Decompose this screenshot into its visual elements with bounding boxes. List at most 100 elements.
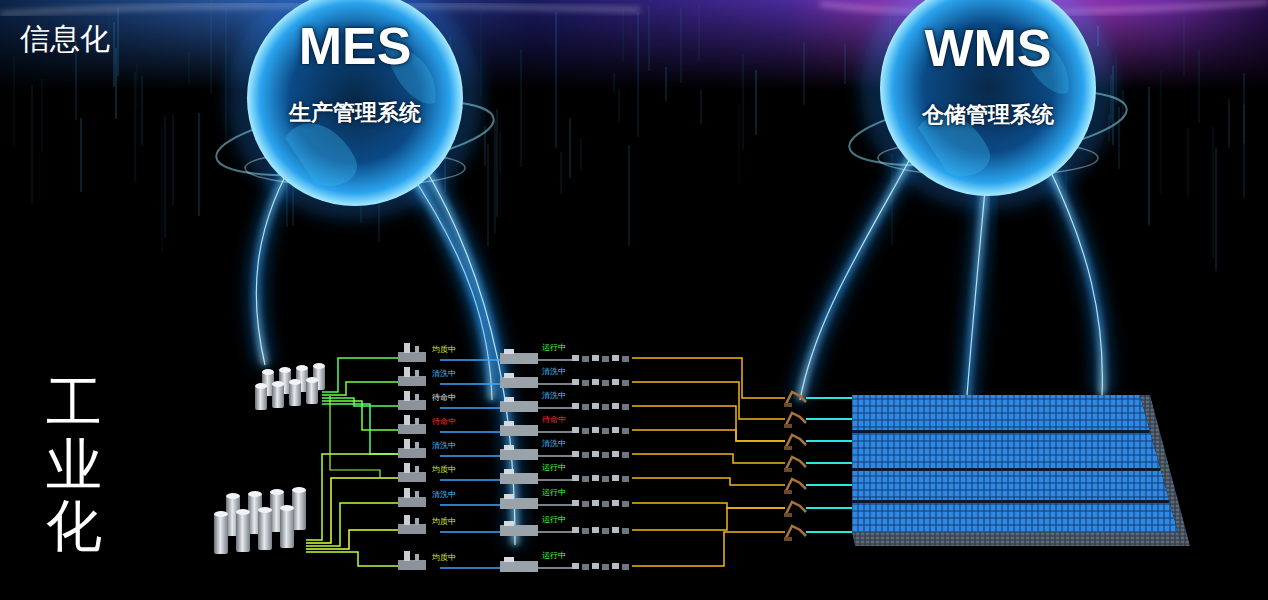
pipe-line: [306, 530, 398, 549]
storage-tank: [280, 505, 294, 511]
status-tag: 清洗中: [431, 369, 457, 379]
conveyor-unit: [622, 428, 629, 434]
robot-arm: [784, 446, 792, 450]
process-machine: [398, 524, 426, 534]
conveyor-unit: [602, 356, 609, 362]
data-streak: [665, 67, 667, 101]
conveyor-unit: [582, 452, 589, 458]
status-tag: 运行中: [541, 463, 567, 473]
light-beam: [420, 160, 515, 545]
globe-continent: [285, 123, 357, 186]
data-streak: [1148, 87, 1150, 225]
conveyor-line: [632, 508, 785, 530]
process-line: [440, 455, 500, 457]
status-tag: 均质中: [431, 517, 457, 527]
conveyor-line: [632, 358, 785, 398]
data-streak: [494, 120, 496, 233]
data-streak: [1187, 128, 1189, 197]
status-tag: 均质中: [431, 465, 457, 475]
data-streak: [136, 64, 138, 110]
data-streak: [700, 90, 702, 124]
storage-tank: [272, 384, 284, 408]
process-machine: [415, 518, 419, 525]
conveyor-line: [538, 479, 572, 481]
conveyor-unit: [612, 427, 619, 433]
status-tag: 清洗中: [541, 439, 567, 449]
status-tag: 待命中: [431, 393, 457, 403]
pipe-line: [306, 454, 398, 540]
robot-arm: [786, 479, 806, 491]
pipe-line: [322, 382, 398, 395]
data-streak: [1243, 73, 1245, 197]
conveyor-unit: [612, 355, 619, 361]
pipe-line: [322, 398, 398, 406]
conveyor-unit: [622, 452, 629, 458]
system-globe: WMS仓储管理系统: [878, 0, 1098, 198]
conveyor-unit: [582, 528, 589, 534]
process-machine: [415, 370, 419, 377]
conveyor-unit: [622, 476, 629, 482]
light-beam: [800, 150, 915, 400]
system-name: MES: [299, 20, 412, 72]
light-beam: [800, 150, 915, 400]
system-caption: 生产管理系统: [289, 102, 421, 124]
conveyor-unit: [572, 403, 579, 409]
storage-tank: [236, 512, 250, 552]
process-line: [440, 431, 500, 433]
process-line: [440, 383, 500, 385]
section-title: 工业化: [46, 372, 102, 557]
data-streak: [1160, 71, 1162, 194]
conveyor-line: [538, 383, 572, 385]
filling-machine: [500, 353, 538, 364]
process-machine: [404, 463, 410, 473]
process-machine: [404, 343, 410, 353]
data-streak: [172, 115, 174, 205]
data-streak: [1215, 148, 1217, 271]
data-streak: [31, 85, 33, 204]
section-title: 信息化: [20, 22, 110, 55]
data-streak: [13, 57, 15, 147]
robot-arm: [786, 457, 806, 469]
conveyor-unit: [622, 501, 629, 507]
conveyor-line: [538, 431, 572, 433]
conveyor-unit: [582, 380, 589, 386]
data-streak: [844, 44, 846, 84]
status-tag: 均质中: [431, 553, 457, 563]
status-tag: 待命中: [431, 417, 457, 427]
storage-tank: [289, 379, 301, 385]
storage-tank: [248, 491, 262, 497]
data-streak: [115, 48, 117, 119]
process-machine: [404, 391, 410, 401]
data-streak: [1183, 14, 1185, 76]
robot-arm: [784, 513, 792, 517]
storage-tank: [306, 380, 318, 404]
process-machine: [415, 554, 419, 561]
process-line: [440, 359, 500, 361]
data-streak: [113, 22, 115, 87]
conveyor-line: [806, 440, 852, 442]
filling-machine: [500, 525, 538, 536]
data-streak: [487, 144, 489, 246]
conveyor-unit: [592, 527, 599, 533]
storage-tank: [214, 514, 228, 554]
light-beam: [420, 160, 515, 545]
conveyor-line: [632, 406, 785, 441]
storage-tank: [296, 365, 308, 371]
conveyor-line: [538, 359, 572, 361]
filling-machine: [504, 373, 514, 378]
storage-tank: [255, 386, 267, 410]
filling-machine: [500, 425, 538, 436]
storage-tank: [292, 487, 306, 493]
status-tag: 清洗中: [431, 441, 457, 451]
pipe-line: [306, 503, 398, 546]
storage-tank: [272, 381, 284, 387]
conveyor-line: [538, 504, 572, 506]
conveyor-unit: [592, 379, 599, 385]
process-machine: [404, 439, 410, 449]
conveyor-line: [806, 397, 852, 399]
filling-machine: [504, 397, 514, 402]
storage-tank: [279, 367, 291, 373]
data-streak: [637, 12, 639, 137]
system-caption: 仓储管理系统: [922, 104, 1054, 126]
status-tag: 待命中: [541, 415, 567, 425]
